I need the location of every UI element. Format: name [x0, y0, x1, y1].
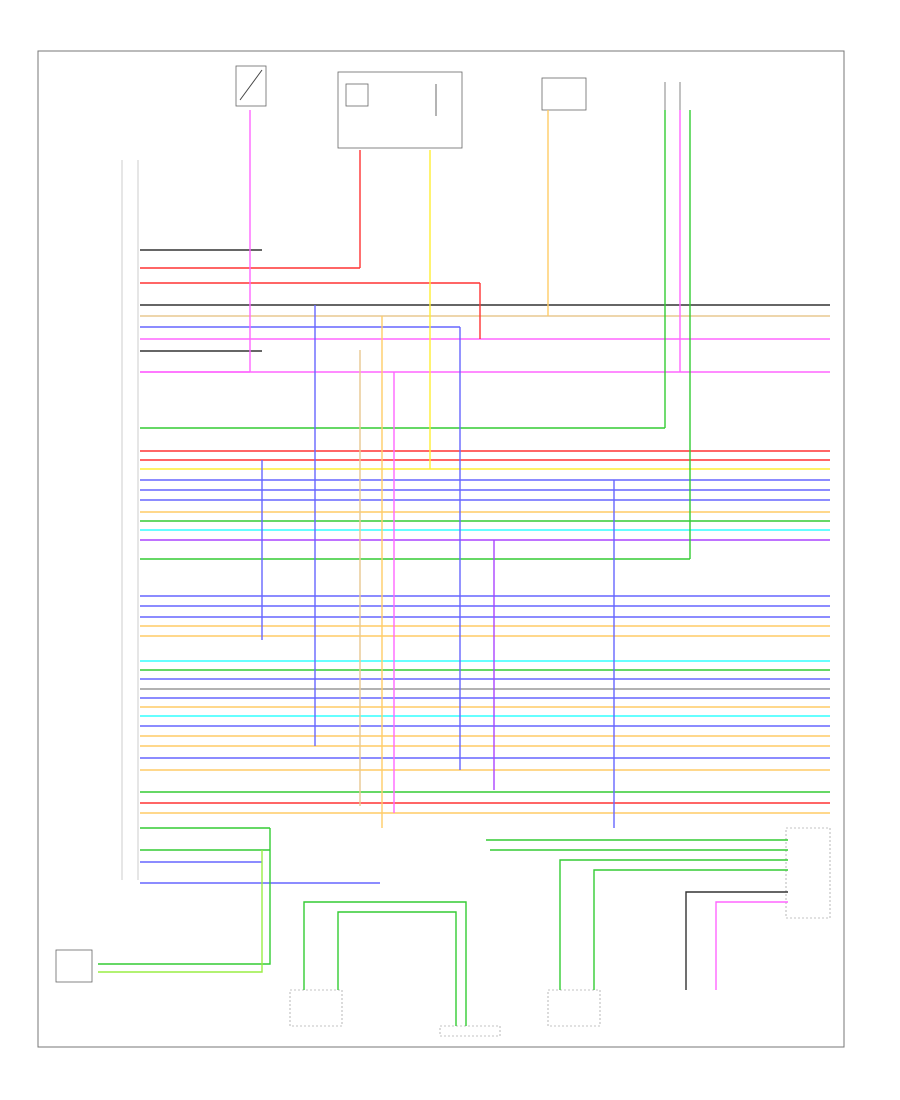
lower-black — [685, 891, 788, 990]
top-module-relay — [337, 71, 463, 149]
lower-green-1 — [98, 828, 271, 965]
wire-group — [98, 110, 830, 1026]
pcm-connector — [121, 160, 139, 880]
lower-green-3 — [303, 901, 467, 1026]
bottom-connector-mid — [439, 1025, 501, 1037]
lower-green-4 — [337, 911, 457, 1026]
bottom-left-sensor — [55, 949, 93, 983]
right-bottom-connector — [785, 827, 831, 919]
diagram-frame — [37, 50, 845, 1048]
bottom-module-1 — [289, 989, 343, 1027]
top-sensor-2 — [541, 77, 587, 111]
top-sensor-1 — [235, 65, 267, 107]
lower-green-6 — [593, 869, 788, 990]
lower-green-2 — [98, 850, 263, 973]
right-top-connector — [664, 82, 681, 110]
lower-pink — [715, 901, 788, 990]
bottom-module-2 — [547, 989, 601, 1027]
lower-green-5 — [559, 859, 788, 990]
